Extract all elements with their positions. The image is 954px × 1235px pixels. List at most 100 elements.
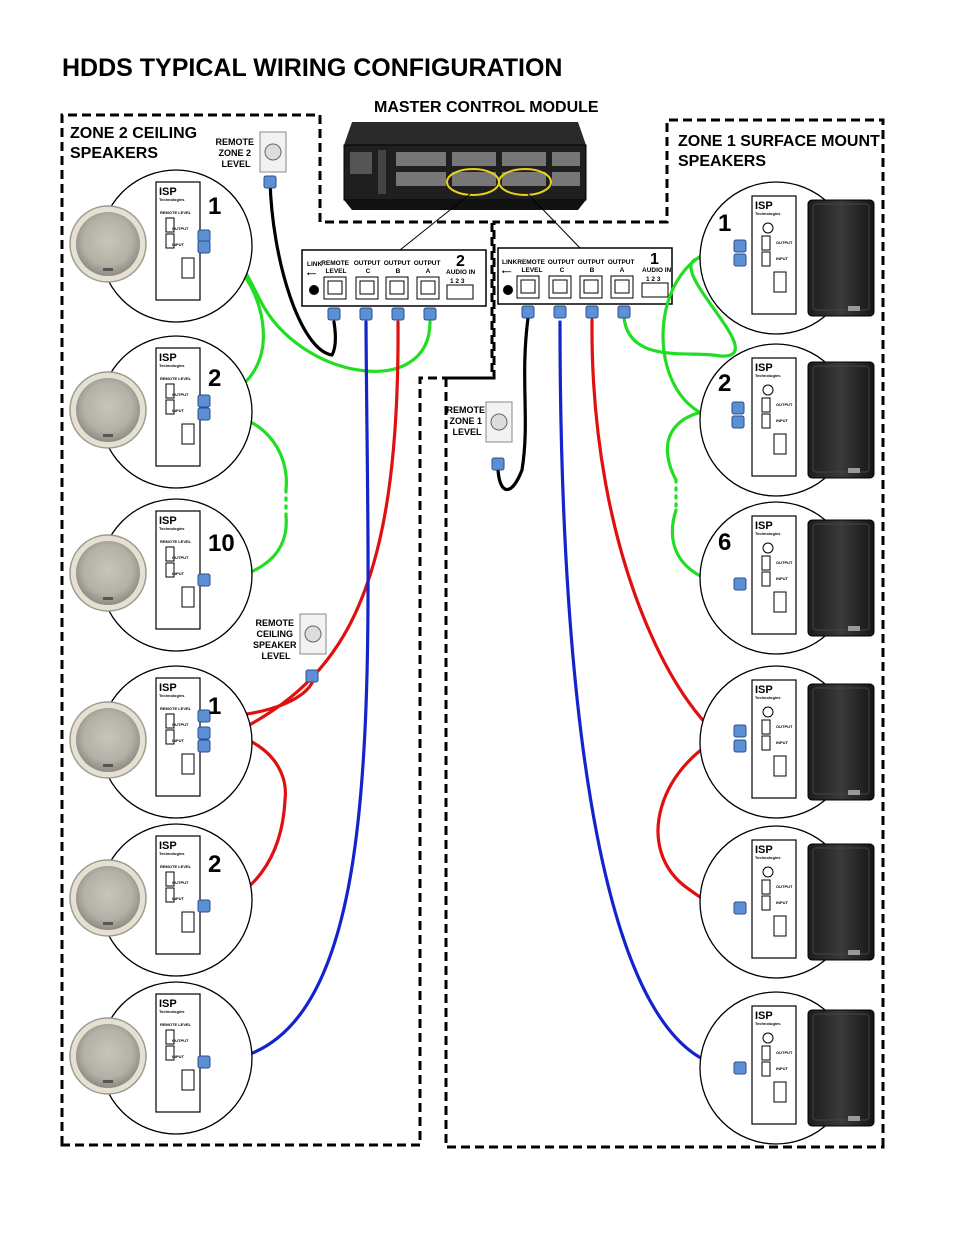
rj45-connector [733,253,747,267]
plate-level-knob [762,542,774,554]
svg-text:⟵: ⟵ [307,271,317,278]
plate-warning [773,433,787,455]
plate-jack [165,871,175,887]
svg-text:OUTPUT C: OUTPUT C [354,260,383,275]
plate-brand-sub: Technologies [159,363,185,368]
plate-warning [181,753,195,775]
speaker-plate [155,835,201,955]
surface-speaker-cabinet [807,519,875,637]
rj45-connector [391,307,405,321]
remote-layer [259,131,513,655]
ceiling-speaker-grille [76,866,140,930]
plate-output-label: OUTPUT [776,402,793,407]
speaker-number: 10 [208,530,235,557]
green-wire [622,256,737,358]
ceiling-speaker-logo [103,597,113,600]
svg-text:2: 2 [456,253,465,270]
plate-jack [165,887,175,903]
zone2-label: ZONE 2 CEILING SPEAKERS [70,125,202,162]
plate-brand: ISP [159,352,177,364]
remote-knob [490,413,508,431]
rj45-connector [197,573,211,587]
master-control-label: MASTER CONTROL MODULE [374,99,599,116]
speaker-plate [155,347,201,467]
speaker-number: 1 [718,210,731,237]
rj45-connector [733,739,747,753]
plate-brand: ISP [159,840,177,852]
plate-level-knob [762,384,774,396]
plate-output-label: OUTPUT [172,722,189,727]
speaker-plate [751,1005,797,1125]
plate-jack [165,562,175,578]
plate-brand: ISP [159,515,177,527]
ceiling-speaker-grille [76,1024,140,1088]
speaker-number: 2 [718,370,731,397]
plate-output-label: OUTPUT [172,555,189,560]
surface-speaker-logo [848,790,860,795]
rj45-connector [197,1055,211,1069]
plate-brand-sub: Technologies [755,211,781,216]
rj45-connector [733,239,747,253]
zone1-output-highlight [498,168,552,196]
ceiling-speaker-grille [76,212,140,276]
plate-warning [773,591,787,613]
remote-ceiling-label: REMOTE CEILING SPEAKER LEVEL [253,618,299,661]
plate-input-label: INPUT [776,418,789,423]
plate-input-label: INPUT [776,1066,789,1071]
plate-brand-sub: Technologies [755,531,781,536]
svg-text:OUTPUT B: OUTPUT B [578,259,607,274]
svg-text:LINK: LINK [307,261,322,268]
surface-speaker-cabinet [807,361,875,479]
ceiling-speaker-logo [103,1080,113,1083]
plate-warning [773,1081,787,1103]
plate-jack [165,546,175,562]
rj45-connector [733,577,747,591]
rj45-connector [197,229,211,243]
plate-output-label: OUTPUT [776,884,793,889]
rj45-connector [197,739,211,753]
black-wire [496,316,530,491]
speaker-plate [155,510,201,630]
plate-brand-sub: Technologies [159,851,185,856]
plate-input-label: INPUT [172,738,185,743]
plate-brand: ISP [755,1010,773,1022]
plate-level-knob [762,222,774,234]
plate-jack [761,1045,771,1061]
plate-warning [773,755,787,777]
plate-jack [761,735,771,751]
plate-output-label: OUTPUT [776,240,793,245]
svg-text:AUDIO IN: AUDIO IN [642,267,672,274]
plate-jack [165,1045,175,1061]
svg-text:1: 1 [650,251,659,268]
remote-volume-control [259,131,287,173]
plate-jack [165,729,175,745]
svg-text:REMOTE LEVEL: REMOTE LEVEL [321,260,351,275]
rj45-connector [197,407,211,421]
rj45-connector [521,305,535,319]
zone1-boundary [444,118,885,1149]
svg-text:1 2 3: 1 2 3 [450,278,465,285]
rj45-connector [733,901,747,915]
plate-input-label: INPUT [776,900,789,905]
rj45-connector [327,307,341,321]
plate-brand: ISP [755,362,773,374]
master-control-module [343,122,587,210]
plate-input-label: INPUT [172,408,185,413]
plate-jack [761,719,771,735]
plate-warning [181,257,195,279]
ceiling-speaker-logo [103,764,113,767]
svg-text:OUTPUT B: OUTPUT B [384,260,413,275]
remote-knob [304,625,322,643]
plate-input-label: INPUT [172,571,185,576]
plate-brand: ISP [159,682,177,694]
plate-output-label: OUTPUT [776,724,793,729]
plate-jack [165,233,175,249]
svg-text:OUTPUT A: OUTPUT A [608,259,637,274]
plate-level-knob [762,706,774,718]
speaker-number: 1 [208,693,221,720]
plate-brand: ISP [755,844,773,856]
